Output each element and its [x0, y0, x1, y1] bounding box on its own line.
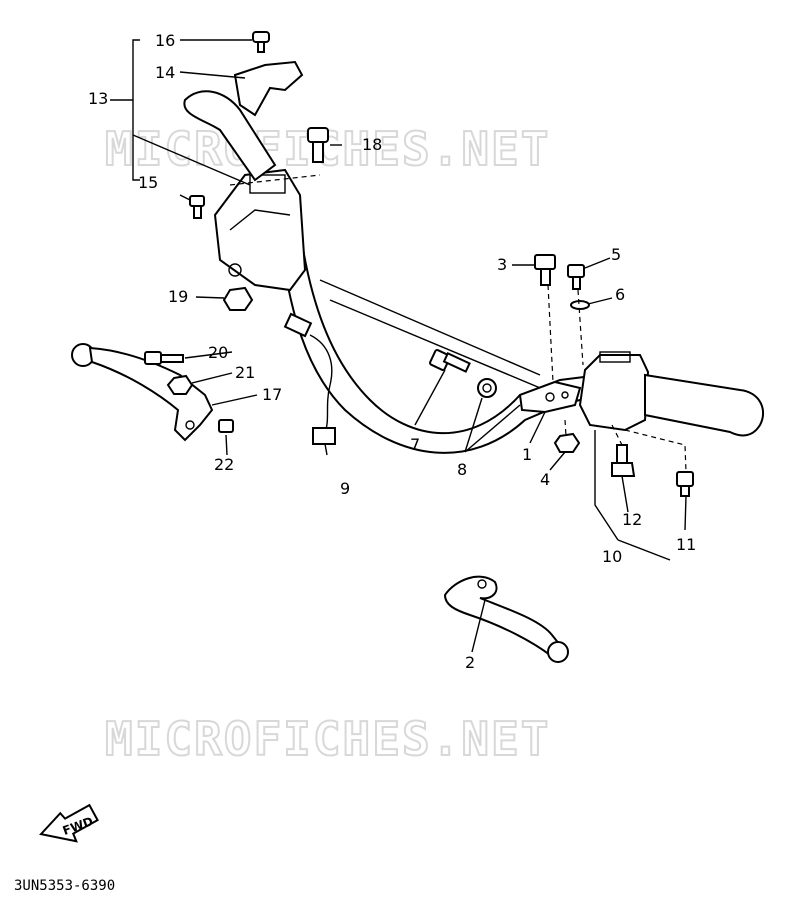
washer-8 — [477, 378, 497, 398]
callout-16: 16 — [155, 31, 175, 50]
fwd-arrow-badge: FWD — [39, 803, 99, 843]
screw-18 — [307, 127, 329, 163]
bolt-3 — [534, 254, 556, 286]
lever-holder-bracket — [233, 60, 304, 117]
nut-21 — [166, 374, 194, 395]
callout-3: 3 — [497, 255, 507, 274]
right-throttle-housing — [578, 351, 650, 432]
callout-7: 7 — [410, 435, 420, 454]
callout-1: 1 — [522, 445, 532, 464]
screw-22 — [218, 419, 234, 433]
nut-4 — [553, 432, 581, 453]
callout-6: 6 — [615, 285, 625, 304]
screw-12 — [611, 444, 636, 477]
cable-9 — [283, 312, 336, 445]
clutch-lever — [71, 343, 214, 442]
callout-12: 12 — [622, 510, 642, 529]
watermark-bottom: MICROFICHES.NET — [105, 712, 550, 766]
callout-9: 9 — [340, 479, 350, 498]
callout-11: 11 — [676, 535, 696, 554]
callout-17: 17 — [262, 385, 282, 404]
nut-19 — [222, 286, 254, 311]
left-grip — [183, 90, 277, 182]
callout-19: 19 — [168, 287, 188, 306]
screw-11 — [676, 471, 694, 497]
callout-2: 2 — [465, 653, 475, 672]
callout-14: 14 — [155, 63, 175, 82]
leader-lines — [110, 39, 687, 653]
callout-labels: 16 14 13 18 15 19 20 21 17 22 9 7 8 3 5 … — [88, 31, 696, 672]
callout-22: 22 — [214, 455, 234, 474]
screw-16 — [252, 31, 270, 53]
diagram-code: 3UN5353-6390 — [14, 878, 115, 894]
bolt-20 — [144, 351, 184, 365]
callout-8: 8 — [457, 460, 467, 479]
callout-21: 21 — [235, 363, 255, 382]
bolt-7 — [429, 349, 471, 373]
callout-18: 18 — [362, 135, 382, 154]
screw-15 — [189, 195, 205, 219]
callout-10: 10 — [602, 547, 622, 566]
master-cylinder-bracket — [518, 380, 582, 414]
washer-6 — [570, 300, 590, 310]
callout-13: 13 — [88, 89, 108, 108]
right-grip — [644, 373, 765, 437]
callout-20: 20 — [208, 343, 228, 362]
left-switch-assembly — [213, 168, 307, 292]
callout-4: 4 — [540, 470, 550, 489]
brake-lever — [443, 575, 569, 663]
bolt-5 — [567, 264, 585, 290]
callout-15: 15 — [138, 173, 158, 192]
callout-5: 5 — [611, 245, 621, 264]
